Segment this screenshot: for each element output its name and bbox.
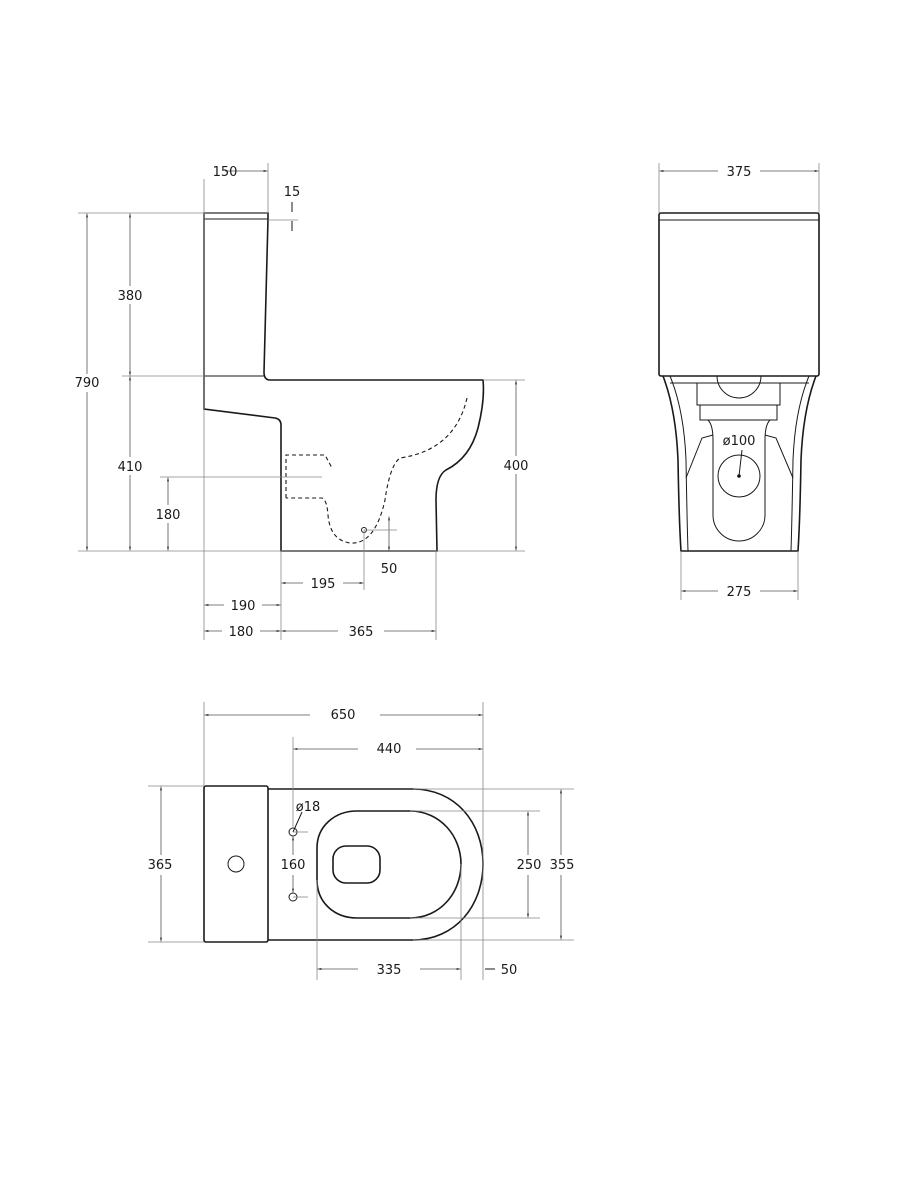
dim-total-height: 790 [75, 376, 100, 391]
dim-bowl-height: 400 [504, 459, 529, 474]
dim-total-length: 650 [331, 708, 356, 723]
dim-bowl-width: 355 [550, 858, 575, 873]
side-view: 150 15 380 790 410 180 400 195 50 190 18… [70, 163, 534, 640]
dim-tank-to-base: 180 [229, 625, 254, 640]
dim-tank-depth: 150 [213, 165, 238, 180]
dim-lid-thickness: 15 [284, 185, 301, 200]
dim-opening-length: 335 [377, 963, 402, 978]
top-outline [203, 785, 484, 943]
dim-opening-width: 250 [517, 858, 542, 873]
dim-top-tank-width: 365 [148, 858, 173, 873]
dim-tank-height: 380 [118, 289, 143, 304]
dim-rim-front: 50 [501, 963, 518, 978]
dim-seat-height-rear: 410 [118, 460, 143, 475]
top-dimensions: 650 440 365 ø18 160 250 355 335 50 [143, 702, 579, 980]
dim-bolt-to-front: 440 [377, 742, 402, 757]
dim-inlet-height: 180 [156, 508, 181, 523]
dim-outlet-height: 50 [381, 562, 398, 577]
side-dimensions: 150 15 380 790 410 180 400 195 50 190 18… [70, 163, 534, 640]
front-outline [658, 212, 820, 552]
top-view: 650 440 365 ø18 160 250 355 335 50 [143, 702, 579, 980]
dim-base-width: 275 [727, 585, 752, 600]
dim-base-length: 365 [349, 625, 374, 640]
dim-outlet-offset: 195 [311, 577, 336, 592]
dim-front-tank-width: 375 [727, 165, 752, 180]
front-dimensions: 375 ø100 275 [658, 163, 820, 600]
dim-rear-to-outlet: 190 [231, 599, 256, 614]
side-outline [203, 212, 485, 552]
dim-outlet-diameter: ø100 [723, 434, 756, 449]
dim-bolt-diameter: ø18 [296, 800, 321, 815]
dim-bolt-spacing: 160 [281, 858, 306, 873]
front-view: 375 ø100 275 [658, 163, 820, 600]
